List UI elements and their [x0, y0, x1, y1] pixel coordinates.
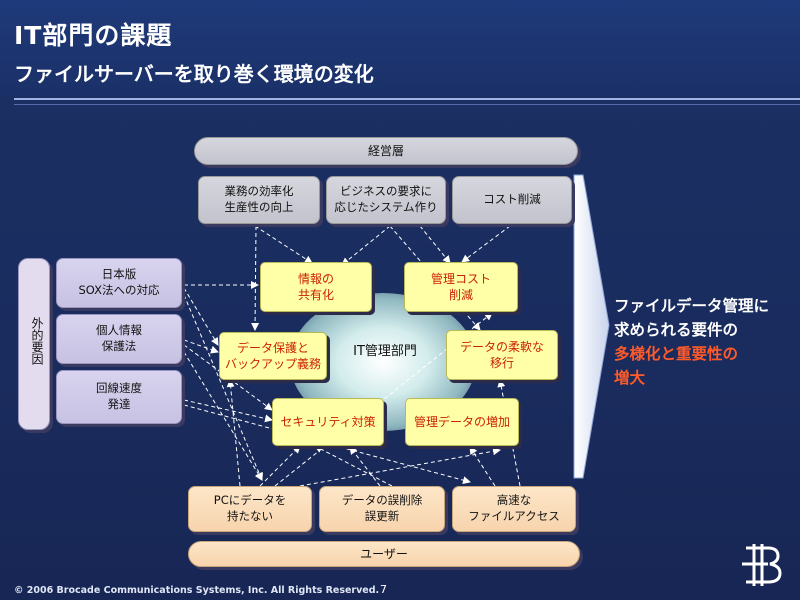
- yellow-box-line2: 削減: [448, 288, 473, 302]
- page-number: 7: [380, 583, 387, 596]
- bottom-box-line1: PCにデータを: [213, 493, 287, 508]
- conclusion-line4: 増大: [614, 369, 646, 388]
- yellow-box-migration: データの柔軟な 移行: [446, 330, 558, 380]
- header-divider-thin: [14, 104, 800, 105]
- conclusion-text: ファイルデータ管理に 求められる要件の 多様化と重要性の 増大: [614, 294, 800, 390]
- brocade-logo-icon: [742, 544, 782, 586]
- yellow-box-data-increase: 管理データの増加: [405, 398, 519, 446]
- top-bar-management: 経営層: [194, 137, 578, 165]
- top-box-efficiency: 業務の効率化 生産性の向上: [198, 176, 320, 224]
- header-band: [0, 0, 800, 96]
- yellow-box-line1: 管理コスト: [430, 271, 491, 286]
- left-box-line2: 発達: [107, 397, 131, 411]
- yellow-box-line2: バックアップ義務: [224, 357, 321, 371]
- top-box-line2: 応じたシステム作り: [334, 200, 438, 214]
- bottom-box-line2: 誤更新: [364, 509, 400, 523]
- left-box-line1: 回線速度: [96, 381, 142, 396]
- side-label-external: 外的要因: [18, 258, 50, 430]
- left-box-privacy: 個人情報 保護法: [56, 314, 182, 364]
- top-box-line2: 生産性の向上: [224, 200, 294, 214]
- top-box-line1: 業務の効率化: [224, 184, 294, 199]
- yellow-box-sharing: 情報の 共有化: [260, 262, 372, 312]
- top-box-line1: コスト削減: [483, 192, 541, 207]
- left-box-bandwidth: 回線速度 発達: [56, 370, 182, 424]
- conclusion-line3: 多様化と重要性の: [614, 345, 739, 364]
- yellow-box-security: セキュリティ対策: [272, 398, 384, 446]
- left-box-line1: 日本版: [101, 267, 137, 282]
- yellow-box-line1: データ保護と: [236, 340, 309, 355]
- left-box-line2: 保護法: [101, 339, 137, 353]
- top-box-business: ビジネスの要求に 応じたシステム作り: [326, 176, 446, 224]
- yellow-box-line2: 移行: [489, 356, 514, 370]
- top-box-cost: コスト削減: [452, 176, 572, 224]
- left-box-sox: 日本版 SOX法への対応: [56, 258, 182, 308]
- center-label: IT管理部門: [353, 344, 417, 359]
- bottom-bar-label: ユーザー: [360, 546, 408, 561]
- yellow-box-line1: 情報の: [297, 271, 334, 286]
- left-box-line1: 個人情報: [96, 323, 142, 338]
- top-bar-label: 経営層: [367, 143, 404, 158]
- side-label-text: 外的要因: [30, 317, 44, 365]
- bottom-box-line1: 高速な: [496, 493, 532, 508]
- copyright-footer: © 2006 Brocade Communications Systems, I…: [14, 585, 380, 596]
- bottom-box-fast-access: 高速な ファイルアクセス: [452, 486, 576, 532]
- bottom-box-pc: PCにデータを 持たない: [188, 486, 312, 532]
- bottom-box-line1: データの誤削除: [341, 493, 423, 508]
- conclusion-line1: ファイルデータ管理に: [614, 297, 770, 315]
- top-box-line1: ビジネスの要求に: [340, 184, 432, 199]
- yellow-box-backup: データ保護と バックアップ義務: [219, 332, 327, 380]
- bottom-box-line2: ファイルアクセス: [468, 509, 560, 523]
- yellow-box-line1: 管理データの増加: [413, 414, 510, 429]
- left-box-line2: SOX法への対応: [78, 283, 160, 297]
- bottom-bar-users: ユーザー: [188, 541, 580, 567]
- bottom-box-line2: 持たない: [227, 509, 273, 523]
- bottom-box-deletion: データの誤削除 誤更新: [319, 486, 445, 532]
- conclusion-line2: 求められる要件の: [614, 321, 739, 340]
- yellow-box-line1: セキュリティ対策: [280, 414, 376, 429]
- page-subtitle: ファイルサーバーを取り巻く環境の変化: [14, 62, 374, 86]
- page-title: IT部門の課題: [14, 21, 173, 50]
- yellow-box-line2: 共有化: [297, 288, 334, 302]
- yellow-box-line1: データの柔軟な: [459, 339, 544, 354]
- yellow-box-cost-reduction: 管理コスト 削減: [404, 262, 518, 312]
- header-divider: [14, 98, 800, 100]
